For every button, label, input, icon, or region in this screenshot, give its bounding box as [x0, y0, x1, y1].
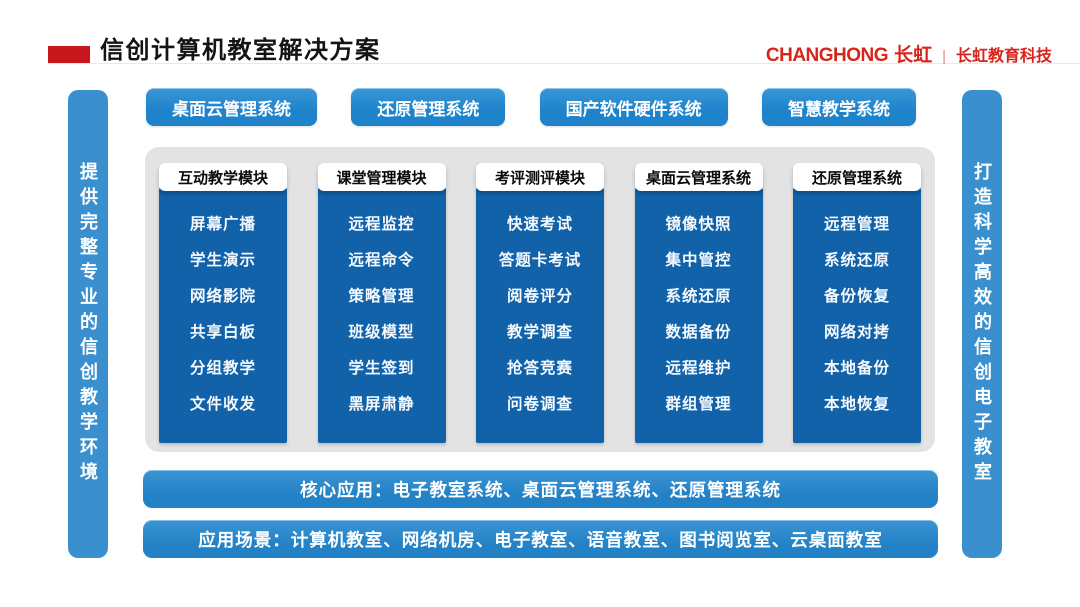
system-button-restore: 还原管理系统: [351, 88, 506, 126]
brand-logo: CHANGHONG 长虹 | 长虹教育科技: [766, 40, 1052, 67]
module-item: 网络对拷: [823, 324, 890, 341]
system-button-desktop-cloud: 桌面云管理系统: [146, 88, 317, 126]
module-item: 策略管理: [348, 288, 415, 305]
module-header: 课堂管理模块: [317, 163, 446, 191]
brand-separator: |: [942, 48, 946, 65]
brand-subtitle: 长虹教育科技: [955, 48, 1052, 65]
module-item: 数据备份: [665, 324, 732, 341]
modules-panel: 互动教学模块 屏幕广播 学生演示 网络影院 共享白板 分组教学 文件收发 课堂管…: [145, 147, 935, 452]
system-button-domestic-hw-sw: 国产软件硬件系统: [539, 88, 728, 126]
module-header: 还原管理系统: [793, 163, 921, 191]
header-divider: [48, 63, 1080, 64]
core-applications-bar: 核心应用：电子教室系统、桌面云管理系统、还原管理系统: [143, 470, 938, 508]
module-item: 本地恢复: [823, 396, 890, 413]
system-button-smart-teaching: 智慧教学系统: [761, 88, 916, 126]
module-item: 系统还原: [665, 288, 732, 305]
left-banner: 提供完整专业的信创教学环境: [68, 90, 108, 558]
module-column-interactive-teaching: 互动教学模块 屏幕广播 学生演示 网络影院 共享白板 分组教学 文件收发: [159, 147, 287, 452]
module-header: 互动教学模块: [159, 163, 287, 191]
right-banner-text: 打造科学高效的信创电子教室: [972, 161, 992, 487]
module-column-class-management: 课堂管理模块 远程监控 远程命令 策略管理 班级模型 学生签到 黑屏肃静: [317, 147, 446, 452]
module-item: 集中管控: [665, 252, 732, 269]
module-item: 远程监控: [348, 216, 415, 233]
left-banner-text: 提供完整专业的信创教学环境: [78, 161, 98, 487]
module-item: 系统还原: [823, 252, 890, 269]
module-item: 学生演示: [189, 252, 256, 269]
module-item: 共享白板: [189, 324, 256, 341]
module-body: 远程监控 远程命令 策略管理 班级模型 学生签到 黑屏肃静: [317, 188, 446, 443]
module-item: 远程命令: [348, 252, 415, 269]
application-scenarios-bar: 应用场景：计算机教室、网络机房、电子教室、语音教室、图书阅览室、云桌面教室: [143, 520, 938, 558]
module-item: 阅卷评分: [506, 288, 573, 305]
module-item: 群组管理: [665, 396, 732, 413]
module-item: 班级模型: [348, 324, 415, 341]
brand-logo-en: CHANGHONG: [765, 45, 889, 66]
module-item: 远程管理: [823, 216, 890, 233]
module-item: 教学调查: [506, 324, 573, 341]
module-body: 快速考试 答题卡考试 阅卷评分 教学调查 抢答竞赛 问卷调查: [476, 188, 604, 443]
module-column-exam-evaluation: 考评测评模块 快速考试 答题卡考试 阅卷评分 教学调查 抢答竞赛 问卷调查: [476, 147, 604, 452]
module-header: 桌面云管理系统: [634, 163, 763, 191]
module-item: 问卷调查: [506, 396, 573, 413]
title-accent-bar: [48, 46, 90, 64]
module-item: 答题卡考试: [498, 252, 582, 269]
system-buttons-row: 桌面云管理系统 还原管理系统 国产软件硬件系统 智慧教学系统: [146, 88, 916, 126]
module-item: 黑屏肃静: [348, 396, 415, 413]
module-item: 屏幕广播: [189, 216, 256, 233]
module-item: 文件收发: [189, 396, 256, 413]
module-body: 屏幕广播 学生演示 网络影院 共享白板 分组教学 文件收发: [159, 188, 287, 443]
module-item: 快速考试: [506, 216, 573, 233]
module-item: 镜像快照: [665, 216, 732, 233]
module-item: 分组教学: [189, 360, 256, 377]
module-item: 备份恢复: [823, 288, 890, 305]
module-item: 学生签到: [348, 360, 415, 377]
page-title: 信创计算机教室解决方案: [100, 37, 381, 64]
module-column-desktop-cloud: 桌面云管理系统 镜像快照 集中管控 系统还原 数据备份 远程维护 群组管理: [634, 147, 763, 452]
module-item: 本地备份: [823, 360, 890, 377]
module-body: 远程管理 系统还原 备份恢复 网络对拷 本地备份 本地恢复: [793, 188, 921, 443]
module-column-restore-management: 还原管理系统 远程管理 系统还原 备份恢复 网络对拷 本地备份 本地恢复: [793, 147, 921, 452]
module-item: 抢答竞赛: [506, 360, 573, 377]
right-banner: 打造科学高效的信创电子教室: [962, 90, 1002, 558]
module-item: 远程维护: [665, 360, 732, 377]
module-body: 镜像快照 集中管控 系统还原 数据备份 远程维护 群组管理: [634, 188, 763, 443]
module-header: 考评测评模块: [476, 163, 604, 191]
module-item: 网络影院: [189, 288, 256, 305]
brand-logo-cn: 长虹: [894, 45, 933, 66]
